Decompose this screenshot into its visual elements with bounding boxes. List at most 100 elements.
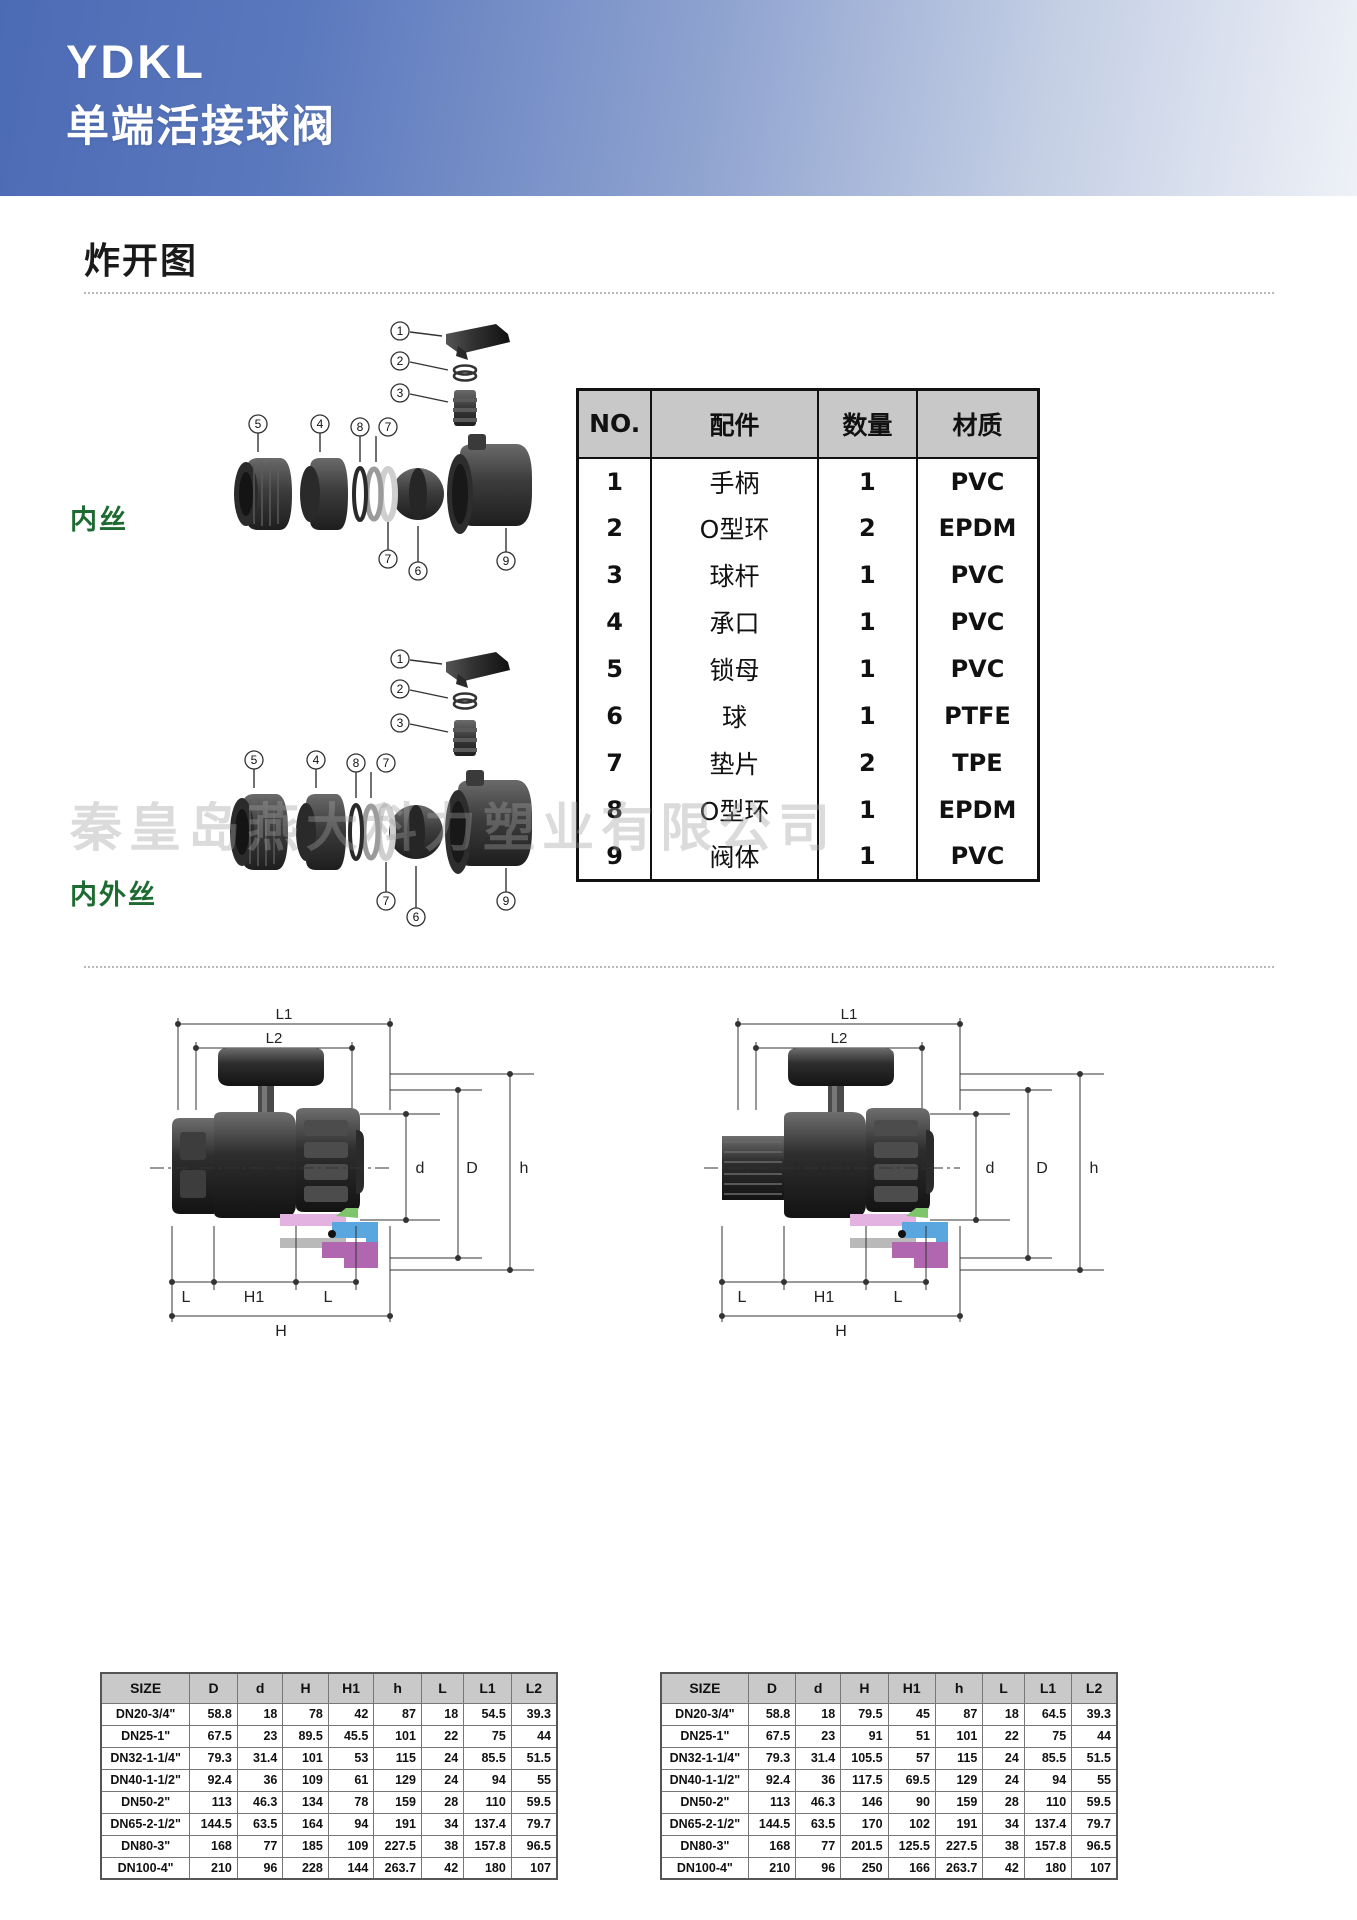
valve-assembly-female (150, 1048, 390, 1268)
section-detail-colors-right (850, 1208, 948, 1268)
dim-left-header-L: L (420, 1672, 465, 1704)
cell-no: 4 (576, 598, 653, 646)
cell-value: 18 (795, 1702, 842, 1726)
cell-qty: 1 (816, 551, 918, 599)
dim-h: h (520, 1160, 529, 1177)
cell-size: DN20-3/4" (660, 1702, 749, 1726)
cell-value: 36 (795, 1768, 842, 1792)
cell-value: 146 (840, 1790, 889, 1814)
cell-value: 89.5 (282, 1724, 329, 1748)
callout-3: 3 (397, 386, 404, 400)
cell-value: 28 (982, 1790, 1025, 1814)
cell-value: 79.7 (1071, 1812, 1118, 1836)
cell-value: 96 (795, 1856, 842, 1880)
dim-L-right: L (324, 1289, 333, 1306)
part-valve-body (447, 434, 532, 534)
cell-value: 24 (982, 1746, 1025, 1770)
cell-part: 手柄 (650, 457, 819, 505)
cell-material: PVC (915, 598, 1040, 646)
cell-value: 31.4 (236, 1746, 284, 1770)
callout-7a: 7 (385, 420, 392, 434)
brand-code: YDKL (66, 35, 206, 88)
cell-size: DN80-3" (100, 1834, 191, 1858)
cell-material: PVC (915, 551, 1040, 599)
part-stem (453, 390, 477, 426)
cell-value: 157.8 (1023, 1834, 1073, 1858)
cell-value: 105.5 (840, 1746, 889, 1770)
cell-no: 9 (576, 833, 653, 881)
cell-size: DN65-2-1/2" (100, 1812, 191, 1836)
cell-value: 18 (982, 1702, 1025, 1726)
cell-value: 137.4 (463, 1812, 512, 1836)
cell-part: 垫片 (650, 739, 819, 787)
cell-value: 96.5 (1071, 1834, 1118, 1858)
cell-value: 250 (840, 1856, 889, 1880)
cell-value: 191 (934, 1812, 984, 1836)
cell-value: 67.5 (747, 1724, 797, 1748)
part-stem-b (453, 720, 477, 756)
dim-r-H: H (835, 1323, 847, 1340)
cell-material: PVC (915, 457, 1040, 505)
dim-L1: L1 (276, 1006, 293, 1023)
cell-qty: 1 (816, 833, 918, 881)
cell-value: 102 (887, 1812, 936, 1836)
callout-8: 8 (357, 420, 364, 434)
cell-value: 31.4 (795, 1746, 842, 1770)
cell-size: DN100-4" (660, 1856, 749, 1880)
cell-value: 164 (282, 1812, 329, 1836)
cell-value: 45 (887, 1702, 936, 1726)
dim-left-header-L2: L2 (510, 1672, 558, 1704)
cell-value: 53 (327, 1746, 375, 1770)
callout-b-6: 6 (413, 910, 420, 924)
callout-b-5: 5 (251, 753, 258, 767)
part-socket-b (296, 794, 346, 870)
cell-value: 61 (327, 1768, 375, 1792)
cell-size: DN100-4" (100, 1856, 191, 1880)
dim-left-header-row: SIZE D d H H1 h L L1 L2 (100, 1672, 558, 1704)
cell-value: 159 (373, 1790, 422, 1814)
part-ball-b (389, 805, 443, 859)
cell-value: 87 (373, 1702, 422, 1726)
cell-value: 51.5 (1071, 1746, 1118, 1770)
cell-value: 144.5 (747, 1812, 797, 1836)
callout-b-3: 3 (397, 716, 404, 730)
cell-size: DN20-3/4" (100, 1702, 191, 1726)
dim-left-header-H1: H1 (327, 1672, 375, 1704)
callout-9: 9 (503, 554, 510, 568)
cell-value: 77 (795, 1834, 842, 1858)
cell-size: DN25-1" (660, 1724, 749, 1748)
cell-no: 8 (576, 786, 653, 834)
cell-value: 42 (982, 1856, 1025, 1880)
cell-value: 144.5 (189, 1812, 238, 1836)
cell-value: 210 (189, 1856, 238, 1880)
cell-qty: 1 (816, 645, 918, 693)
cell-value: 87 (934, 1702, 984, 1726)
cell-value: 170 (840, 1812, 889, 1836)
callout-b-4: 4 (313, 753, 320, 767)
cell-value: 144 (327, 1856, 375, 1880)
divider-top (84, 292, 1274, 294)
dim-left-header-L1: L1 (463, 1672, 512, 1704)
dim-right-header-d: d (795, 1672, 842, 1704)
cell-value: 110 (1023, 1790, 1073, 1814)
product-name: 单端活接球阀 (66, 102, 336, 152)
variant-label-male-female-thread: 内外丝 (70, 880, 157, 911)
dim-r-L-right: L (894, 1289, 903, 1306)
cell-value: 180 (463, 1856, 512, 1880)
cell-value: 159 (934, 1790, 984, 1814)
part-oring-2-b (452, 692, 478, 710)
cell-value: 94 (463, 1768, 512, 1792)
cell-value: 117.5 (840, 1768, 889, 1792)
dim-left-header-d: d (236, 1672, 284, 1704)
cell-value: 168 (189, 1834, 238, 1858)
cell-value: 63.5 (795, 1812, 842, 1836)
part-oring-8 (352, 466, 368, 522)
